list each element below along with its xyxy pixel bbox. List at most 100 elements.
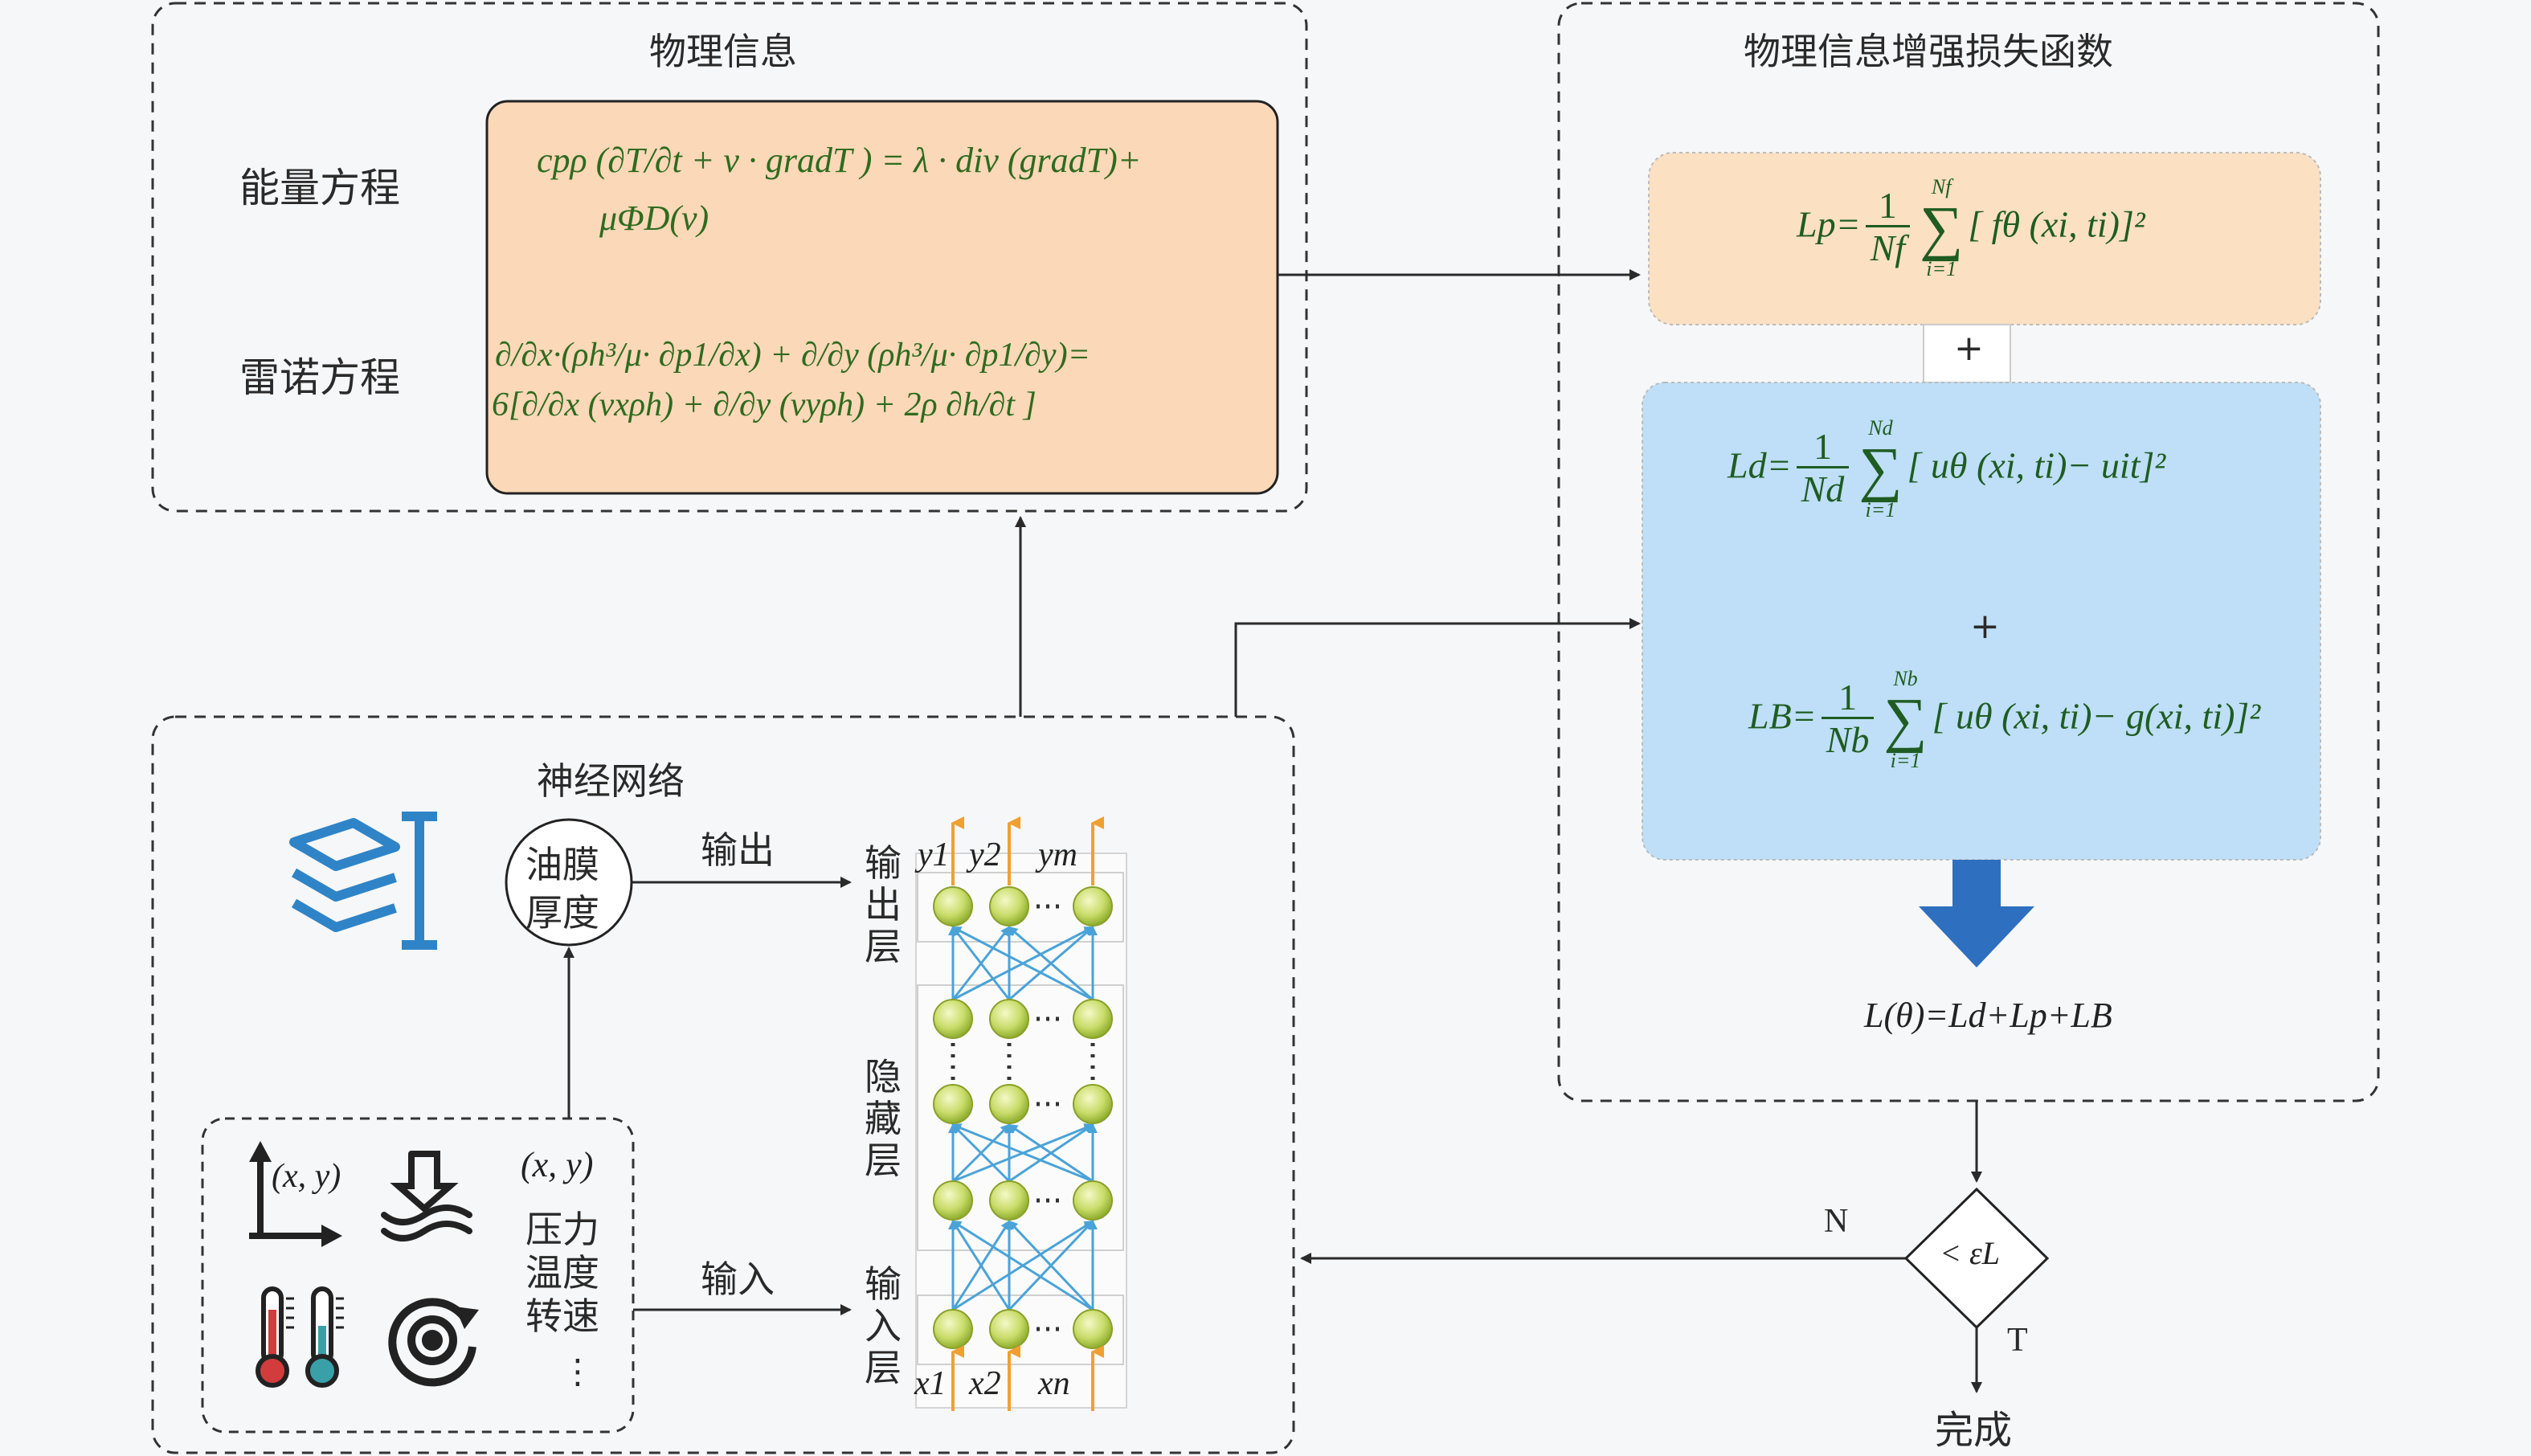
loss-title: 物理信息增强损失函数: [1744, 30, 2113, 73]
neural-network-graph: [917, 816, 1124, 1411]
ld-lb-box: [1642, 382, 2321, 861]
input-layer-frame: [917, 1294, 1124, 1365]
neuron: [1073, 999, 1113, 1039]
ld-num: 1: [1796, 427, 1850, 469]
input-name-x1: x1: [914, 1365, 947, 1402]
neuron: [1073, 1309, 1113, 1349]
lp-den: Nf: [1870, 227, 1906, 269]
layers-icon: [289, 812, 437, 950]
inputs-group-box: [201, 1117, 635, 1434]
lp-sum-bottom: i=1: [1926, 257, 1957, 280]
lb-body: [ uθ (xi, ti)− g(xi, ti)]²: [1932, 695, 2261, 737]
reynolds-equation-line1: ∂/∂x·(ρh³/μ· ∂p1/∂x) + ∂/∂y (ρh³/μ· ∂p1/…: [495, 337, 1090, 374]
oil-film-thickness-node: [505, 818, 633, 947]
input-name-xn: xn: [1038, 1365, 1070, 1402]
output-name-y1: y1: [918, 836, 950, 873]
done-label: 完成: [1935, 1408, 2013, 1453]
ld-sum-bottom: i=1: [1865, 498, 1896, 521]
lp-sum-top: Nf: [1931, 175, 1952, 198]
hidden-layer-frame: [917, 984, 1124, 1251]
neuron: [933, 999, 973, 1039]
hidden-layer-label-1: 隐: [865, 1055, 902, 1098]
reynolds-equation-line2: 6[∂/∂x (vxρh) + ∂/∂y (vyρh) + 2ρ ∂h/∂t ]: [492, 386, 1037, 423]
output-name-y2: y2: [969, 836, 1001, 873]
ld-sum-top: Nd: [1868, 416, 1893, 440]
network-connection: [951, 1123, 1011, 1183]
physics-title: 物理信息: [649, 30, 797, 73]
input-list-more: ⋮: [561, 1352, 595, 1391]
big-down-arrow: [1919, 860, 2034, 967]
neuron: [933, 1180, 973, 1221]
input-layer-label-3: 层: [865, 1346, 902, 1389]
coordinate-axes-icon: [249, 1141, 342, 1247]
plus-sign-2: +: [1970, 606, 2000, 647]
arrow-nn-to-ld: [1234, 618, 1641, 717]
ld-lhs: Ld=: [1728, 444, 1792, 486]
neuron: [1073, 886, 1113, 926]
neuron: [1073, 1084, 1113, 1124]
output-layer-label-1: 输: [865, 841, 902, 885]
lb-lhs: LB=: [1748, 695, 1817, 737]
nn-title: 神经网络: [537, 759, 685, 803]
convergence-decision: [1903, 1187, 2050, 1330]
input-name-x2: x2: [969, 1365, 1001, 1402]
input-list-pressure: 压力: [525, 1208, 599, 1251]
oil-film-label-1: 油膜: [525, 843, 599, 886]
output-layer-label-3: 层: [865, 925, 902, 968]
output-layer-label-2: 出: [865, 883, 902, 926]
rotation-speed-icon: [388, 1298, 479, 1387]
coordinate-icon-label: (x, y): [272, 1158, 341, 1195]
network-connection: [951, 1123, 1094, 1183]
network-connection: [951, 926, 1094, 1001]
hidden-layer-label-2: 藏: [865, 1097, 902, 1140]
hidden-layer-label-3: 层: [865, 1139, 902, 1182]
ld-den: Nd: [1801, 468, 1845, 510]
output-layer-frame: [917, 872, 1124, 943]
lb-sum-bottom: i=1: [1890, 749, 1921, 772]
network-connection: [951, 926, 1011, 1000]
pressure-icon: [381, 1151, 472, 1241]
output-arrow-label: 输出: [701, 828, 775, 872]
input-list-speed: 转速: [525, 1294, 599, 1338]
lp-num: 1: [1865, 186, 1911, 228]
plus-sign-1: +: [1954, 328, 1984, 369]
plus1-box: [1923, 324, 2011, 383]
neuron: [933, 1309, 973, 1349]
total-loss-equation: L(θ)=Ld+Lp+LB: [1864, 996, 2112, 1035]
input-layer-label-2: 入: [865, 1304, 902, 1348]
network-connection: [1008, 1220, 1094, 1311]
input-layer-label-1: 输: [865, 1262, 902, 1306]
lb-sum-top: Nb: [1893, 667, 1918, 690]
energy-equation-line1: cpρ (∂T/∂t + v · gradT ) = λ · div (grad…: [537, 141, 1142, 180]
network-connection: [951, 1220, 1011, 1311]
lb-num: 1: [1821, 677, 1875, 720]
neuron: [933, 886, 973, 926]
physics-equations-box: [485, 100, 1279, 495]
input-arrow-label: 输入: [701, 1258, 775, 1301]
temperature-icon: [256, 1286, 344, 1388]
neuron: [1073, 1180, 1113, 1221]
neuron: [989, 1084, 1029, 1124]
output-name-ym: ym: [1038, 836, 1077, 873]
energy-equation-label: 能量方程: [239, 165, 400, 211]
neuron: [989, 886, 1029, 926]
lp-lhs: Lp=: [1797, 203, 1861, 245]
neuron: [989, 1309, 1029, 1349]
oil-film-label-2: 厚度: [525, 891, 599, 935]
neuron: [989, 1180, 1029, 1221]
lp-box: [1648, 152, 2321, 325]
energy-equation-line2: μΦD(v): [599, 198, 709, 238]
lb-den: Nb: [1826, 719, 1870, 761]
ld-body: [ uθ (xi, ti)− uit]²: [1907, 444, 2166, 486]
decision-yes-label: T: [2007, 1322, 2028, 1359]
network-connection: [951, 1220, 1094, 1311]
neuron: [989, 999, 1029, 1039]
reynolds-equation-label: 雷诺方程: [239, 354, 400, 401]
decision-no-label: N: [1824, 1203, 1849, 1240]
input-list-temperature: 温度: [525, 1251, 599, 1294]
physics-group-box: [151, 2, 1308, 513]
network-connection: [1008, 1123, 1094, 1183]
